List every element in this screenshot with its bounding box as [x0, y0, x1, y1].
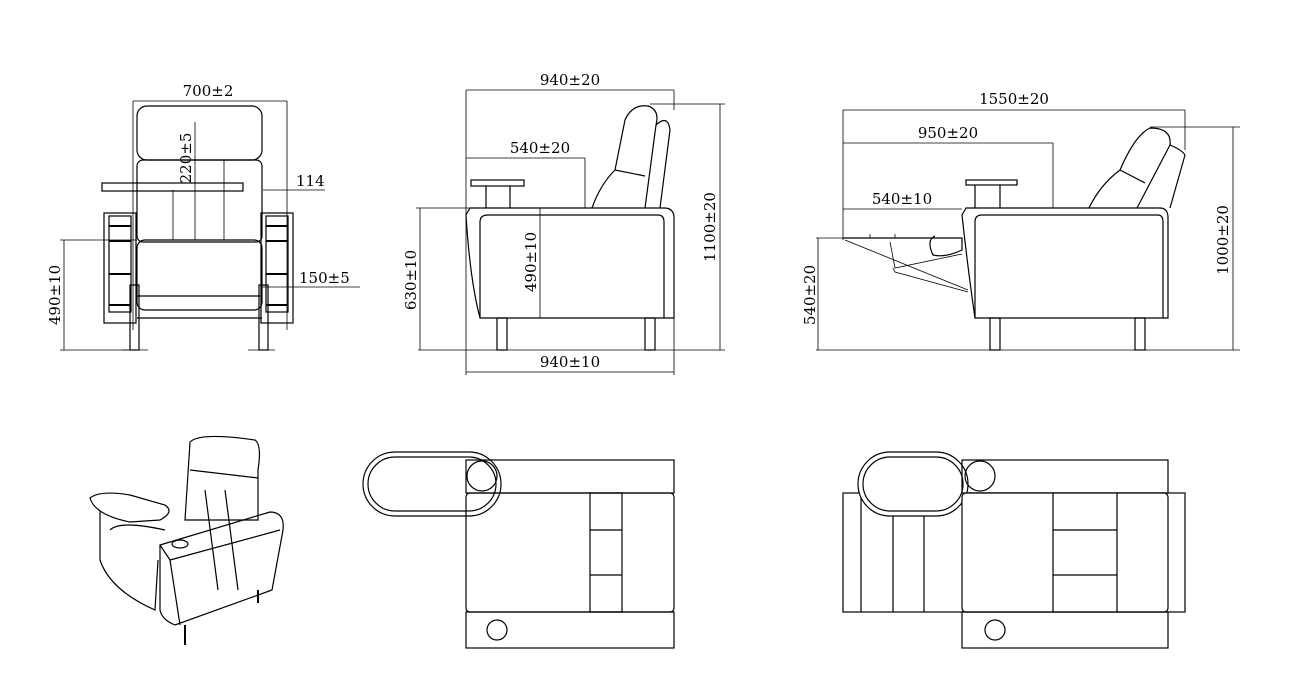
side-backrest — [591, 105, 658, 209]
dim-footrest-height-label: 540±20 — [801, 265, 819, 325]
dim-depth-bottom-label: 940±10 — [540, 353, 600, 371]
perspective-tray — [89, 492, 170, 523]
reclined-backrest — [1088, 127, 1171, 209]
dim-width-label: 700±2 — [183, 82, 234, 100]
dim-mid-length-label: 950±20 — [918, 124, 978, 142]
dim-depth-top-label: 940±20 — [540, 71, 600, 89]
dim-side-seat-height-label: 490±10 — [522, 232, 540, 292]
dim-height-label: 1100±20 — [701, 192, 719, 262]
side-view: 940±20 540±20 1100±20 630±10 490±10 940±… — [402, 71, 725, 375]
top-view — [362, 451, 675, 649]
side-body — [465, 207, 675, 319]
right-armrest — [260, 212, 294, 324]
dim-headrest-label: 220±5 — [177, 133, 195, 184]
headrest — [136, 105, 263, 161]
dim-reclined-height-label: 1000±20 — [1214, 205, 1232, 275]
footrest — [843, 235, 963, 257]
left-armrest — [103, 212, 137, 324]
tray-table — [101, 182, 244, 192]
dim-seat-height-label: 490±10 — [46, 265, 64, 325]
perspective-armrest — [159, 511, 284, 626]
dim-gap-label: 150±5 — [299, 269, 350, 287]
dim-arm-height-label: 630±10 — [402, 250, 420, 310]
top-view-reclined — [842, 451, 1186, 649]
reclined-view: 1550±20 950±20 540±10 1000±20 540±20 — [801, 90, 1240, 351]
dim-total-length-label: 1550±20 — [979, 90, 1049, 108]
dim-arm-depth-label: 540±20 — [510, 139, 570, 157]
side-tray — [470, 179, 525, 187]
dim-armrest-label: 114 — [296, 172, 325, 190]
front-view: 700±2 220±5 490±10 114 150±5 — [46, 82, 360, 351]
backrest — [136, 159, 263, 243]
perspective-view — [89, 435, 284, 645]
reclined-body — [961, 207, 1169, 319]
dim-footrest-label: 540±10 — [872, 190, 932, 208]
seat-cushion — [136, 239, 263, 311]
